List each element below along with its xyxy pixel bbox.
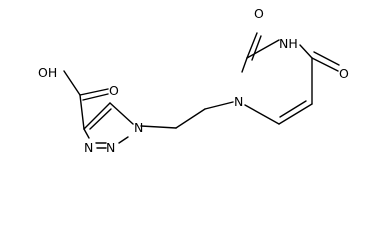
bond-c4-c5-double (89, 108, 112, 130)
bond-c-c4 (79, 94, 85, 130)
bond-c6-n1 (244, 104, 280, 125)
atom-label-oh: OH (38, 65, 57, 80)
bond-n1-ch2 (140, 125, 177, 129)
bond-c2-o (246, 32, 258, 59)
uracil-ring (241, 32, 340, 125)
bond-c2-o-double (251, 35, 262, 61)
bond-c4-o (311, 57, 339, 72)
bond-c5-c6 (278, 103, 313, 125)
atom-label-triazole-n1: N (134, 120, 143, 135)
ethyl-linker (140, 101, 234, 129)
bond-c4-o-double (313, 51, 340, 66)
bond-c-oh (63, 70, 81, 96)
atom-label-uracil-o2: O (254, 6, 264, 21)
atom-label-triazole-n2: N (106, 140, 115, 153)
atom-label-triazole-n3: N (84, 140, 93, 153)
bond-c4-c5 (83, 102, 111, 130)
bond-c2-n3 (246, 39, 280, 59)
bond-c-o-double (79, 88, 109, 96)
atom-label-uracil-n1: N (234, 94, 243, 109)
bond-ch2-ch2 (175, 108, 206, 129)
molecule-canvas: OH O N N N N NH O O (38, 6, 349, 153)
bond-n3-c4 (299, 44, 313, 59)
bond-n3-c4 (83, 128, 90, 139)
atom-label-o-acid: O (109, 83, 119, 98)
bond-n1-n2 (118, 136, 129, 144)
bond-ch2-n (204, 101, 234, 110)
structure-diagram: OH O N N N N NH O O (38, 6, 349, 153)
triazole-ring (83, 102, 134, 149)
bond-c5-c6-double (279, 100, 307, 118)
atom-label-uracil-o4: O (339, 66, 349, 81)
bond-c5-n1 (109, 102, 134, 125)
bond-n1-c2 (241, 57, 248, 73)
bond-c-o-double-2 (82, 93, 109, 101)
atom-label-uracil-nh: NH (279, 36, 298, 51)
carboxylic-acid-group (63, 70, 109, 130)
